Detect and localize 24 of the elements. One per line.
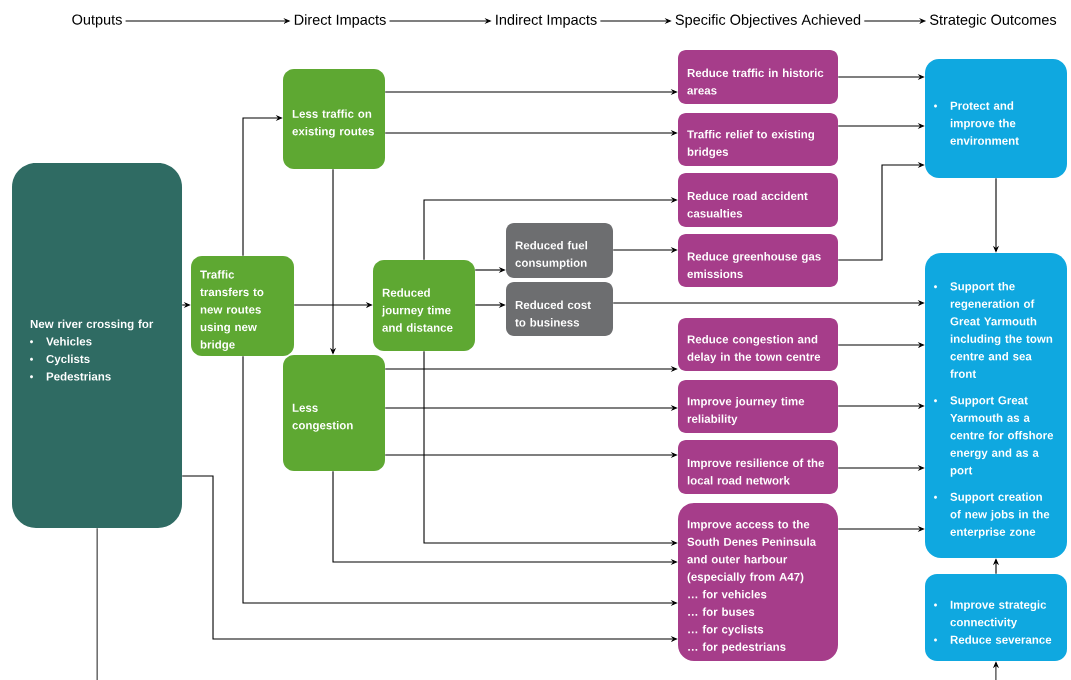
objective-box: Reduce road accident casualties: [678, 173, 838, 227]
connector-line: [96, 527, 98, 680]
column-heading: Specific Objectives Achieved: [675, 14, 861, 28]
objective-box: Traffic relief to existing bridges: [678, 113, 838, 166]
outcome-box: Improve strategic connectivity Reduce severance: [925, 574, 1067, 661]
impact-box: Less traffic on existing routes: [283, 69, 385, 169]
objective-box: Improve resilience of the local road network: [678, 440, 838, 494]
objective-box: Improve access to the South Denes Peninsula and outer harbour (especially from A47) … for vehicles … for buses … for cyclists … for pedestrians: [678, 503, 838, 661]
impact-box: Reduced journey time and distance: [373, 260, 475, 351]
objective-box: Reduce congestion and delay in the town centre: [678, 318, 838, 371]
outcome-box: Support the regeneration of Great Yarmouth including the town centre and sea front Support Great Yarmouth as a centre for offshore energy and as a port Support creation of new jobs in the enterprise zone: [925, 253, 1067, 558]
impact-box: Traffic transfers to new routes using new bridge: [191, 256, 294, 356]
column-heading: Outputs: [72, 14, 122, 28]
column-heading: Indirect Impacts: [496, 14, 597, 28]
column-heading: Direct Impacts: [294, 14, 386, 28]
impact-box: Reduced cost to business: [506, 282, 613, 336]
objective-box: Reduce greenhouse gas emissions: [678, 234, 838, 287]
impact-box: Reduced fuel consumption: [506, 223, 613, 278]
output-box: New river crossing for Vehicles Cyclists Pedestrians: [12, 163, 182, 528]
outcome-box: Protect and improve the environment: [925, 59, 1067, 178]
column-heading: Strategic Outcomes: [930, 14, 1057, 28]
objective-box: Reduce traffic in historic areas: [678, 50, 838, 104]
impact-box: Less congestion: [283, 355, 385, 471]
objective-box: Improve journey time reliability: [678, 380, 838, 433]
